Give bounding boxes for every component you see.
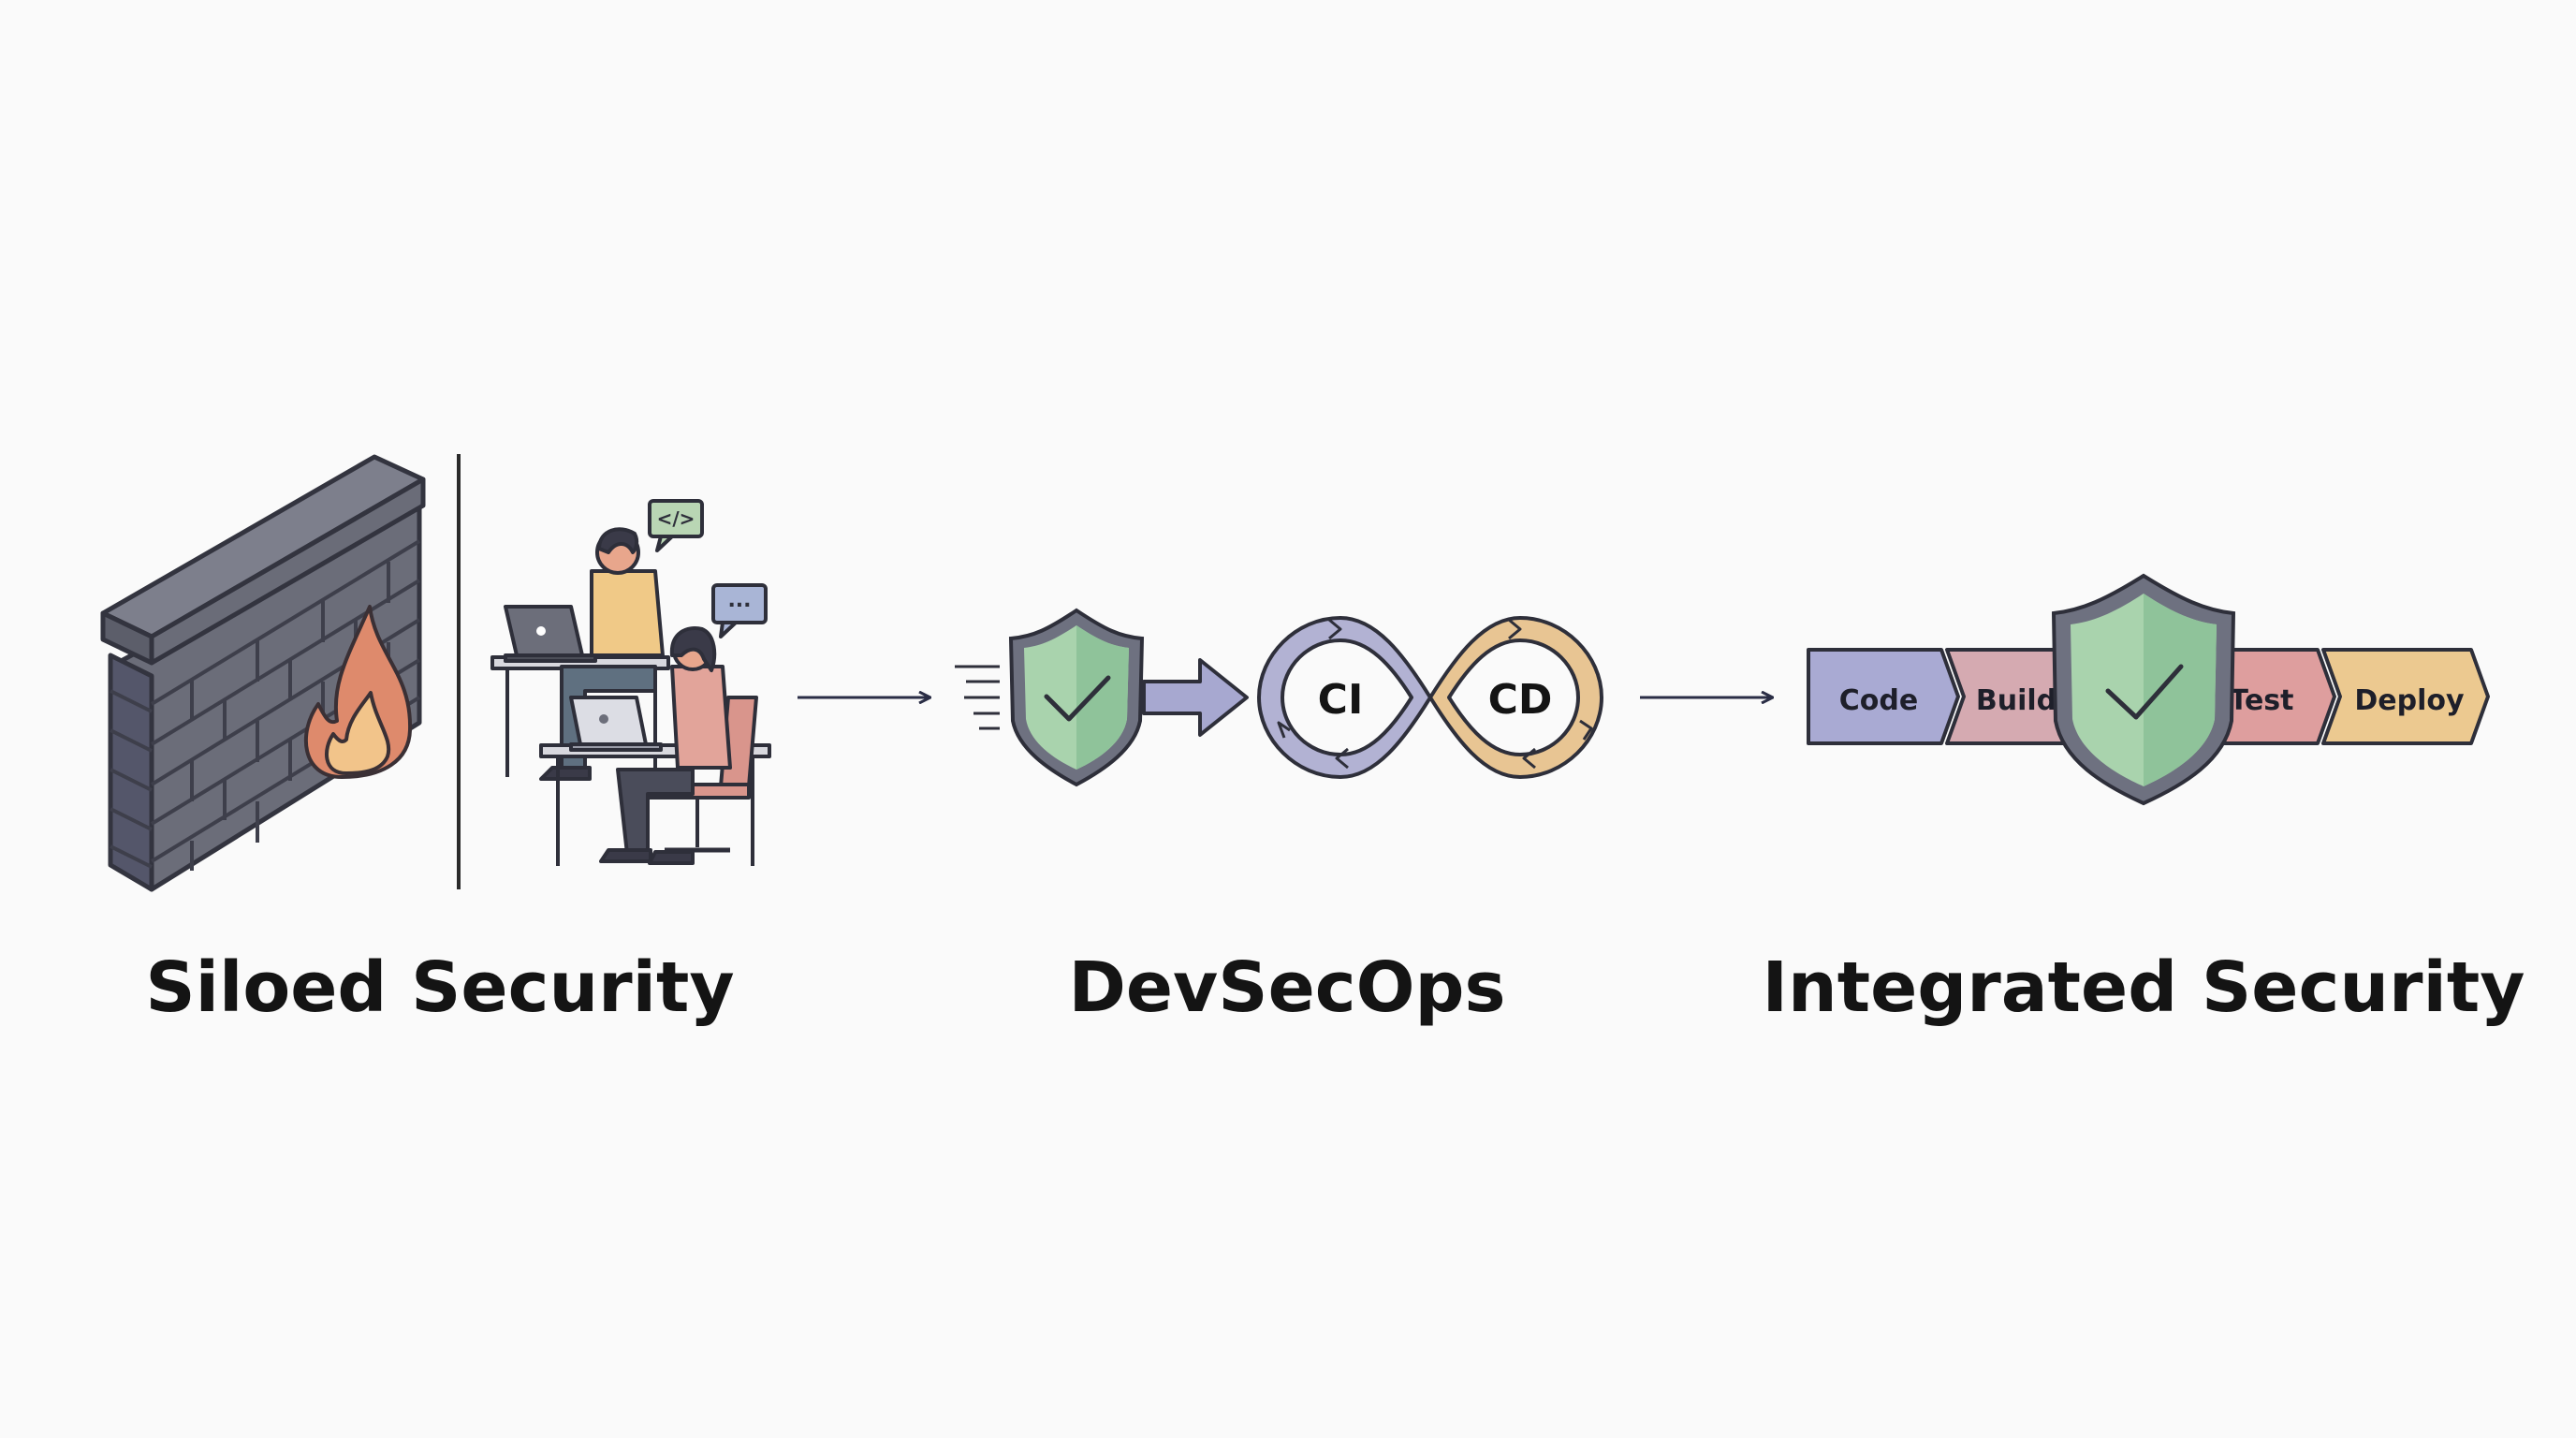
shield-check-icon — [1008, 608, 1145, 787]
speed-lines — [955, 665, 1000, 730]
pipeline — [1807, 648, 2490, 745]
pipeline-stage-code — [1807, 648, 1960, 745]
ci-label: CI — [1318, 676, 1364, 724]
cd-label: CD — [1488, 676, 1553, 724]
flame-icon — [303, 605, 413, 779]
code-bubble-text: </> — [657, 507, 695, 530]
pipeline-stage-deploy — [2321, 648, 2490, 745]
stage-label-siloed-security: Siloed Security — [145, 947, 735, 1028]
arrow-right-icon — [1142, 658, 1249, 737]
developer-icon: </> ... — [490, 499, 771, 866]
pipeline-label-code: Code — [1839, 684, 1918, 717]
shield-check-icon — [2051, 573, 2236, 806]
brick-wall-icon — [100, 454, 426, 892]
pipeline-label-build: Build — [1976, 684, 2056, 717]
chat-bubble-icon: ... — [711, 583, 768, 638]
stage-label-integrated-security: Integrated Security — [1762, 947, 2525, 1028]
chat-bubble-text: ... — [727, 589, 751, 612]
infinity-loop-icon — [1257, 616, 1603, 779]
stage-label-devsecops: DevSecOps — [1068, 947, 1506, 1028]
pipeline-label-deploy: Deploy — [2354, 684, 2465, 717]
pipeline-label-test: Test — [2229, 684, 2293, 717]
